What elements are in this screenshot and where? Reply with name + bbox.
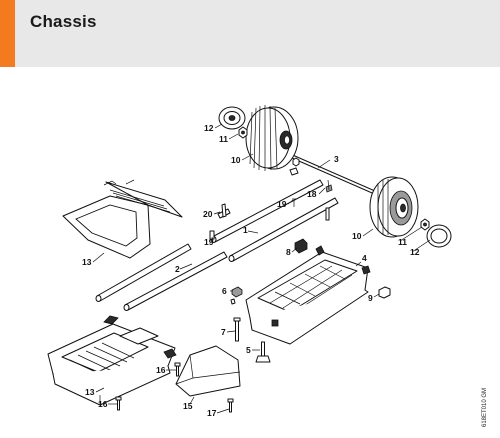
callout-20: 20	[203, 209, 213, 219]
callout-18: 18	[307, 189, 317, 199]
hub-cap-upper-part	[218, 106, 246, 130]
chassis-exploded-diagram: 12 11 10 3 18 19 20 19 1 13 2 8 10 11 12…	[47, 105, 488, 427]
callout-7: 7	[221, 327, 226, 337]
housing-lower-part	[47, 315, 177, 406]
callout-5: 5	[246, 345, 251, 355]
page-title: Chassis	[30, 12, 97, 31]
callout-6: 6	[222, 286, 227, 296]
callout-17: 17	[207, 408, 217, 418]
callout-9: 9	[368, 293, 373, 303]
callout-15: 15	[183, 401, 193, 411]
callout-3: 3	[334, 154, 339, 164]
callout-13-upper: 13	[82, 257, 92, 267]
clip-20-part	[217, 203, 231, 219]
screw-6-part	[230, 286, 243, 305]
nut-upper-part	[238, 126, 248, 139]
callout-labels: 12 11 10 3 18 19 20 19 1 13 2 8 10 11 12…	[82, 123, 420, 418]
callout-11-upper: 11	[219, 134, 228, 144]
nut-lower-part	[420, 218, 430, 231]
header-band	[0, 0, 500, 67]
callout-13-lower: 13	[85, 387, 95, 397]
bolt-18-part	[325, 179, 333, 193]
screw-17-part	[227, 398, 234, 413]
bolt-19b-part	[209, 230, 215, 240]
header-accent-bar	[0, 0, 15, 67]
callout-11-lower: 11	[398, 237, 407, 247]
axle-part	[281, 150, 386, 199]
callout-1: 1	[243, 225, 248, 235]
figure-code: 618ET010 GM	[482, 388, 488, 427]
callout-12-upper: 12	[204, 123, 214, 133]
screw-16a-part	[174, 362, 181, 377]
foot-5-part	[255, 341, 271, 363]
callout-8: 8	[286, 247, 291, 257]
callout-2: 2	[175, 264, 180, 274]
callout-4: 4	[362, 253, 367, 263]
screw-16b-part	[115, 396, 122, 411]
callout-12-lower: 12	[410, 247, 420, 257]
callout-16-lower: 16	[98, 399, 108, 409]
callout-19-upper: 19	[277, 199, 287, 209]
tube-2-part	[95, 243, 228, 311]
pin-19-part	[289, 157, 330, 221]
wheel-lower-part	[369, 176, 419, 238]
handle-upper-part	[62, 179, 183, 259]
callout-19-lower: 19	[204, 237, 214, 247]
nut-9-part	[378, 286, 391, 299]
screw-7-part	[233, 317, 241, 342]
callout-10-lower: 10	[352, 231, 362, 241]
leader-lines	[92, 123, 431, 414]
callout-16-upper: 16	[156, 365, 166, 375]
wheel-upper-part	[245, 105, 299, 171]
hub-cap-lower-part	[426, 224, 452, 248]
callout-10-upper: 10	[231, 155, 241, 165]
cover-15-part	[175, 345, 241, 397]
clip-8-part	[294, 238, 308, 254]
base-frame-part	[245, 245, 371, 345]
